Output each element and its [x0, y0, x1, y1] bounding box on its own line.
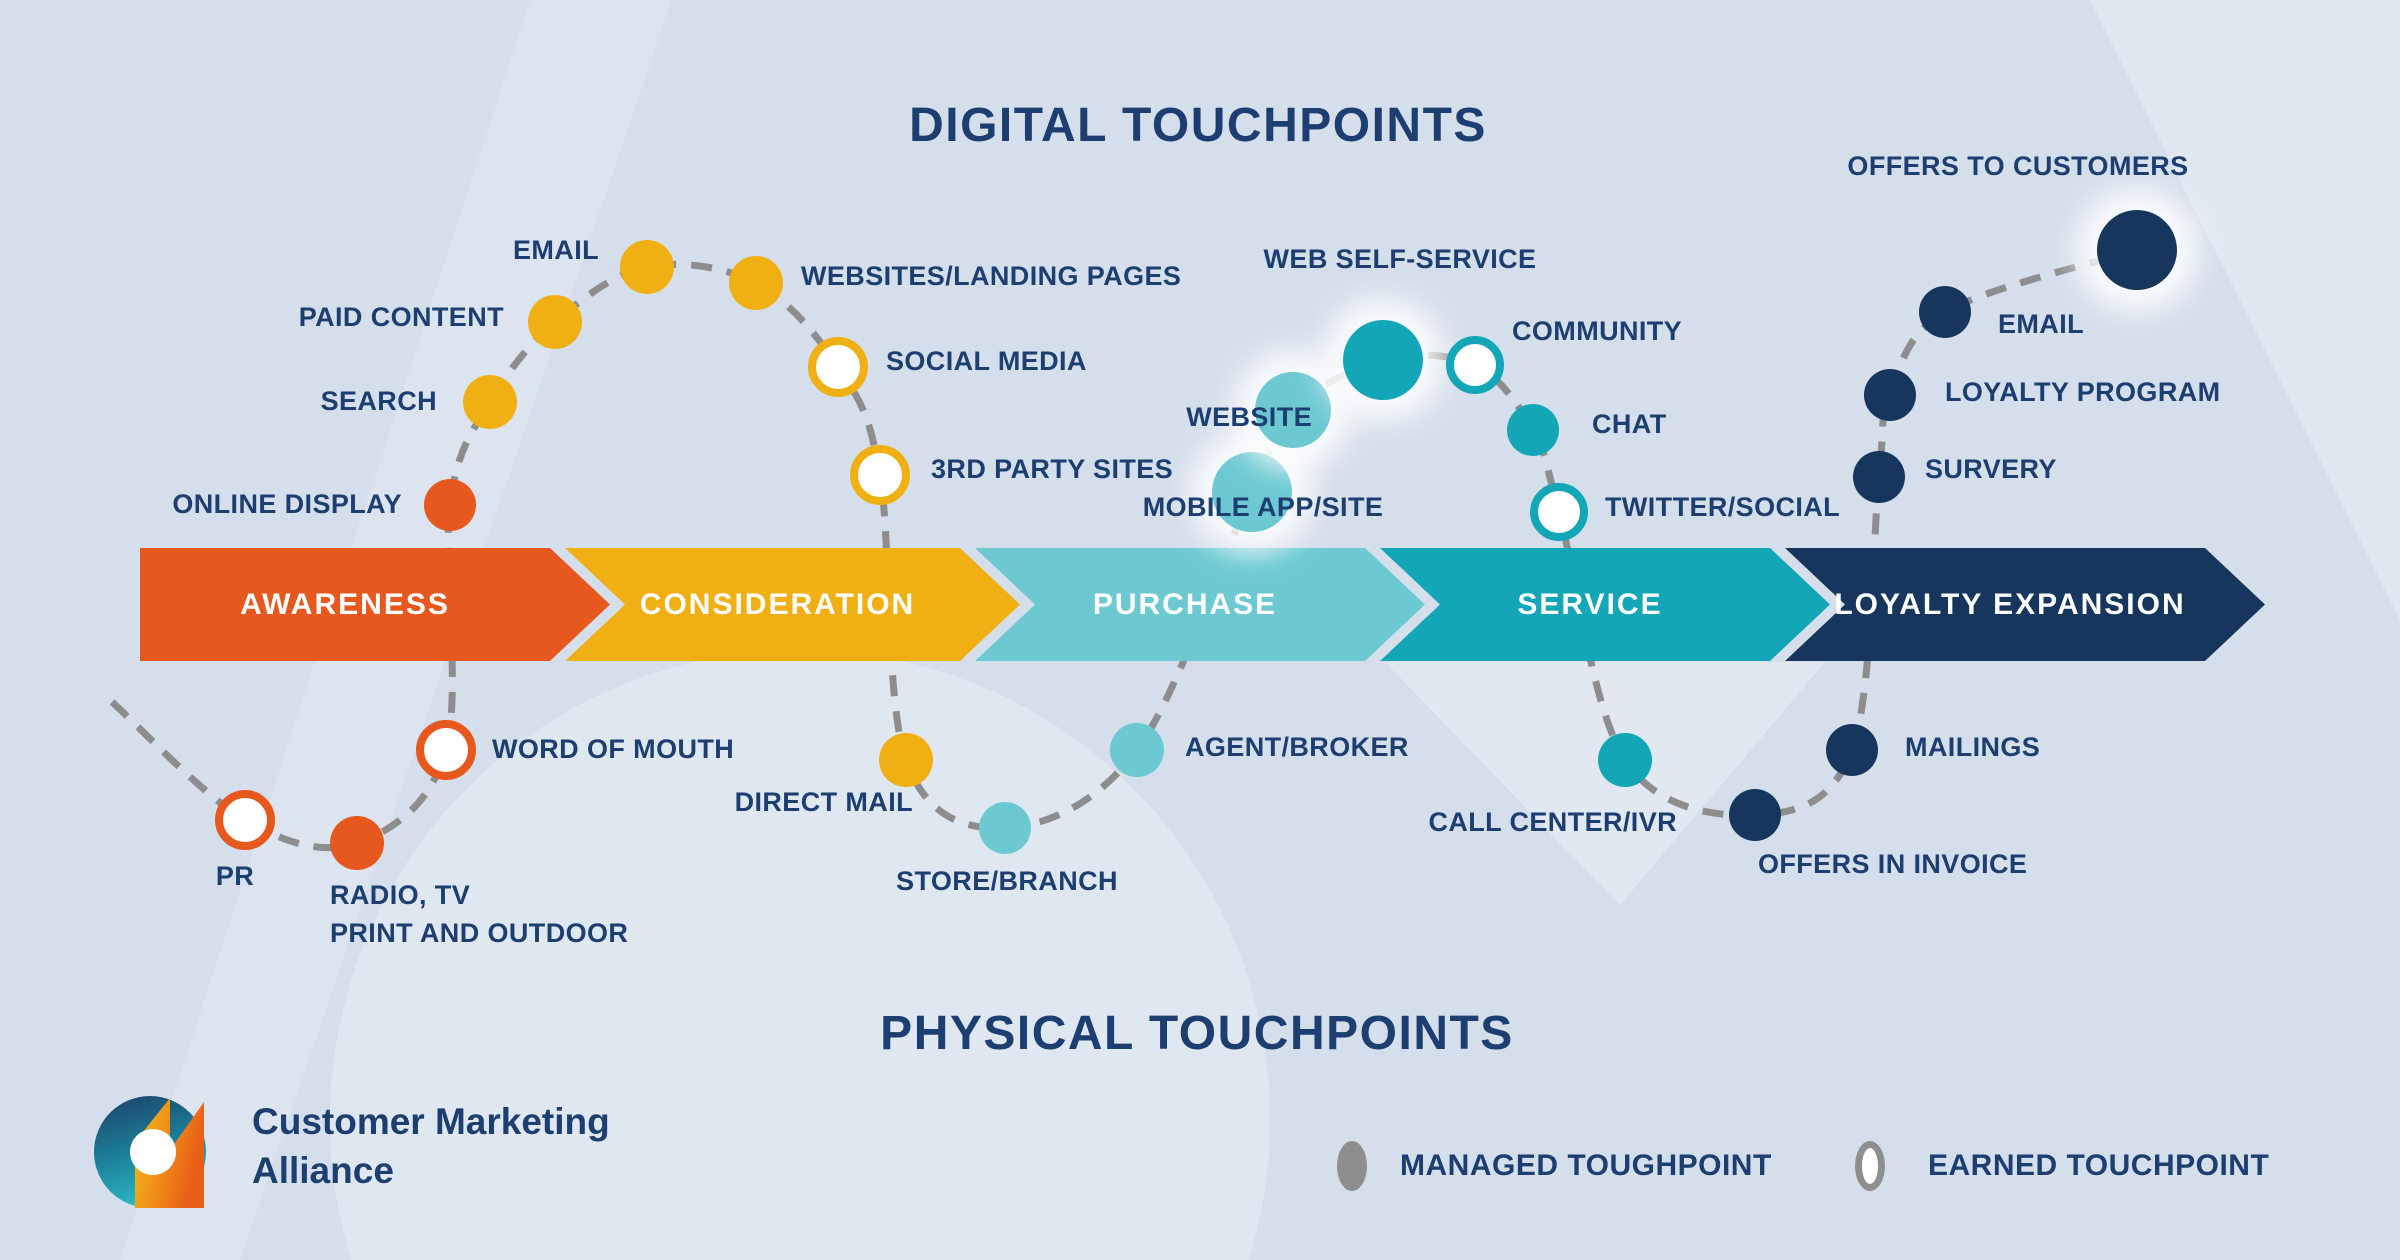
touchpoint-label-call-center-ivr: CALL CENTER/IVR [1428, 807, 1677, 838]
stage-label-purchase: PURCHASE [1092, 587, 1278, 621]
touchpoint-dot-offers-in-invoice [1729, 789, 1781, 841]
stage-label-service: SERVICE [1517, 587, 1663, 621]
touchpoint-label-community: COMMUNITY [1512, 316, 1683, 347]
touchpoint-dot-social-media [808, 337, 868, 397]
touchpoint-label-twitter-social: TWITTER/SOCIAL [1605, 492, 1841, 523]
touchpoint-label-websites-landing-pages: WEBSITES/LANDING PAGES [801, 261, 1182, 292]
touchpoint-label-mailings: MAILINGS [1905, 732, 2041, 763]
legend-earned-dot [1855, 1141, 1885, 1191]
stage-arrow-purchase [975, 548, 1425, 661]
touchpoint-dot-word-of-mouth [416, 720, 476, 780]
touchpoint-label-website: WEBSITE [1186, 402, 1312, 433]
touchpoint-dot-email-digital [620, 240, 674, 294]
touchpoint-label-email-loyalty: EMAIL [1998, 309, 2084, 340]
stage-label-loyalty-expansion: LOYALTY EXPANSION [1834, 587, 2186, 621]
touchpoint-label-offers-in-invoice: OFFERS IN INVOICE [1758, 849, 2028, 880]
stage-label-consideration: CONSIDERATION [639, 587, 916, 621]
touchpoint-label-email-digital: EMAIL [513, 235, 599, 266]
touchpoint-label-radio-tv-print: RADIO, TV PRINT AND OUTDOOR [330, 880, 629, 948]
touchpoint-label-social-media: SOCIAL MEDIA [886, 346, 1087, 377]
touchpoint-dot-store-branch [979, 802, 1031, 854]
touchpoint-dot-websites-landing-pages [729, 256, 783, 310]
touchpoint-label-word-of-mouth: WORD OF MOUTH [492, 734, 735, 765]
touchpoint-label-mobile-app-site: MOBILE APP/SITE [1142, 492, 1384, 523]
touchpoint-dot-third-party-sites [850, 445, 910, 505]
touchpoint-dot-twitter-social [1530, 483, 1588, 541]
touchpoint-dot-website [1255, 372, 1331, 448]
touchpoint-dot-survery [1853, 451, 1905, 503]
touchpoint-dot-web-self-service [1343, 320, 1423, 400]
touchpoint-dot-agent-broker [1110, 723, 1164, 777]
touchpoint-label-offers-to-customers: OFFERS TO CUSTOMERS [1847, 151, 2189, 182]
logo-line2: Alliance [252, 1149, 394, 1191]
touchpoint-label-pr: PR [215, 861, 255, 892]
touchpoint-dot-mailings [1826, 724, 1878, 776]
touchpoint-dot-email-loyalty [1919, 286, 1971, 338]
stage-arrow-consideration [565, 548, 1020, 661]
touchpoint-dot-call-center-ivr [1598, 733, 1652, 787]
touchpoint-label-chat: CHAT [1592, 409, 1667, 440]
touchpoint-label-survery: SURVERY [1925, 454, 2057, 485]
touchpoint-dot-search [463, 375, 517, 429]
touchpoint-label-search: SEARCH [320, 386, 437, 417]
touchpoint-label-direct-mail: DIRECT MAIL [734, 787, 913, 818]
touchpoint-dot-chat [1507, 404, 1559, 456]
legend-managed-label: MANAGED TOUGHPOINT [1400, 1149, 1772, 1182]
stage-arrow-awareness [140, 548, 610, 661]
touchpoint-dot-direct-mail [879, 733, 933, 787]
touchpoint-label-agent-broker: AGENT/BROKER [1185, 732, 1409, 763]
stage-label-awareness: AWARENESS [240, 587, 450, 621]
touchpoint-label-third-party-sites: 3RD PARTY SITES [931, 454, 1174, 485]
stage-arrow-loyalty-expansion [1785, 548, 2265, 661]
touchpoint-dot-offers-to-customers [2097, 210, 2177, 290]
touchpoint-dot-radio-tv-print [330, 816, 384, 870]
touchpoint-dot-paid-content [528, 295, 582, 349]
touchpoint-dot-pr [215, 790, 275, 850]
digital-touchpoints-title: DIGITAL TOUCHPOINTS [909, 99, 1487, 152]
legend-earned-label: EARNED TOUCHPOINT [1928, 1149, 2270, 1182]
touchpoint-label-paid-content: PAID CONTENT [298, 302, 504, 333]
touchpoint-label-store-branch: STORE/BRANCH [896, 866, 1118, 897]
legend-managed-dot [1337, 1141, 1367, 1191]
touchpoint-dot-online-display [424, 479, 476, 531]
cma-logo-icon [94, 1096, 206, 1208]
logo-line1: Customer Marketing [252, 1101, 610, 1142]
touchpoint-label-online-display: ONLINE DISPLAY [172, 489, 402, 520]
touchpoint-dot-loyalty-program [1864, 369, 1916, 421]
touchpoint-label-loyalty-program: LOYALTY PROGRAM [1945, 377, 2221, 408]
touchpoint-dot-community [1446, 336, 1504, 394]
logo-c-hole [130, 1129, 176, 1175]
touchpoint-dot-mobile-app-site [1212, 452, 1292, 532]
touchpoint-label-web-self-service: WEB SELF-SERVICE [1263, 244, 1537, 275]
stage-arrow-service [1380, 548, 1830, 661]
physical-touchpoints-title: PHYSICAL TOUCHPOINTS [880, 1007, 1514, 1060]
